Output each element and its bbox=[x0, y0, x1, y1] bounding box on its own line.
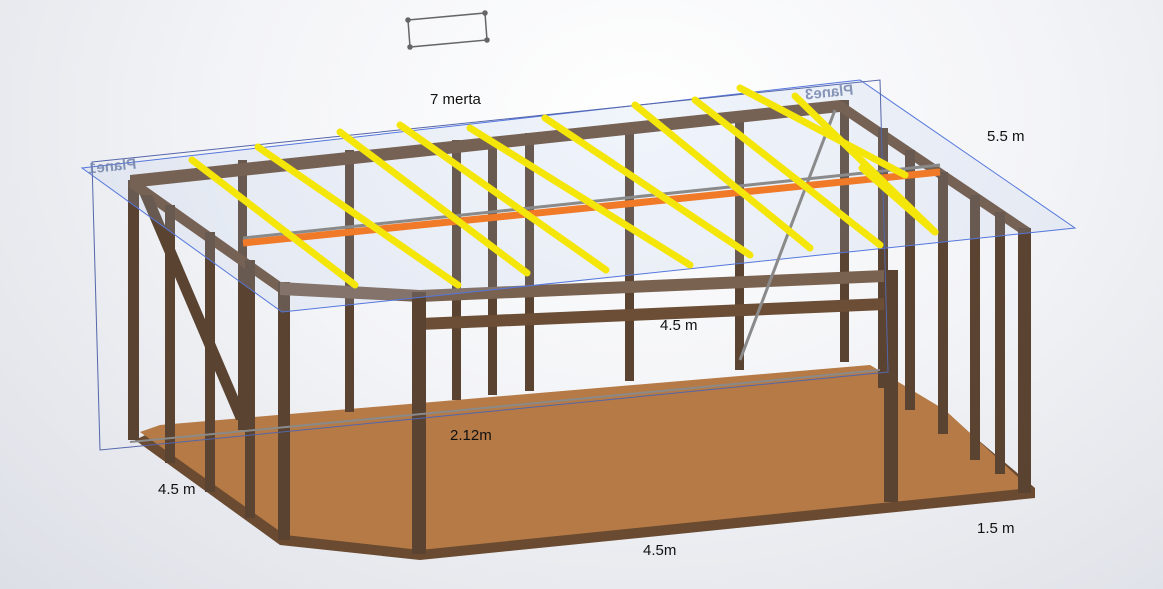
rafter bbox=[691, 96, 884, 249]
front-wall-frame bbox=[280, 270, 898, 554]
floor bbox=[135, 365, 1035, 560]
front-width-dimension: 4.5m bbox=[643, 542, 677, 559]
rafter bbox=[541, 114, 754, 259]
height-dimension: 2.12m bbox=[450, 427, 492, 444]
rafter bbox=[188, 156, 359, 289]
rafter bbox=[254, 143, 462, 289]
rafter bbox=[336, 128, 531, 277]
rafter bbox=[466, 124, 694, 269]
rafter bbox=[858, 164, 939, 236]
back-width-dimension: 4.5 m bbox=[660, 317, 698, 334]
view-orientation-icon[interactable] bbox=[405, 10, 490, 50]
rafter bbox=[631, 101, 814, 252]
left-wall-frame bbox=[128, 175, 290, 540]
rafter bbox=[396, 121, 610, 274]
rafter-count-label: 7 merta bbox=[430, 91, 481, 108]
front-right-dimension: 1.5 m bbox=[977, 520, 1015, 537]
rafter bbox=[736, 84, 909, 179]
rafters bbox=[188, 84, 939, 289]
left-side-dimension: 4.5 m bbox=[158, 481, 196, 498]
depth-right-dimension: 5.5 m bbox=[987, 128, 1025, 145]
